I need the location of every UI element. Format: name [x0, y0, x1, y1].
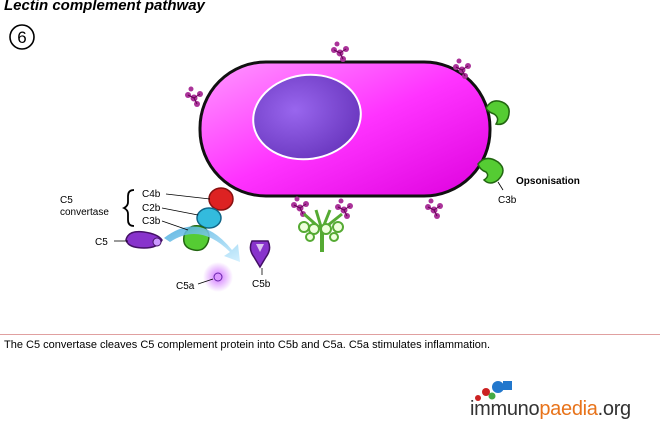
cleavage-arrow: [164, 226, 240, 262]
caption-divider: [0, 334, 660, 335]
opsonisation-label: Opsonisation: [516, 176, 580, 187]
nucleus: [252, 73, 362, 161]
c5b-label: C5b: [252, 279, 271, 290]
c4b-label: C4b: [142, 189, 161, 200]
c5a-icon: [213, 272, 223, 282]
c3b-convertase-label: C3b: [142, 216, 161, 227]
logo-molecule-icon: [475, 381, 512, 401]
c5-label: C5: [95, 237, 108, 248]
c5b-icon: [249, 240, 271, 269]
step-badge: 6: [9, 24, 35, 50]
c3b-surface-icon: [485, 100, 510, 126]
immunopaedia-logo[interactable]: immunopaedia.org: [470, 380, 660, 420]
logo-text-part3: .org: [597, 398, 632, 420]
surface-sugar-icon: [330, 41, 350, 63]
c2b-icon: [196, 207, 222, 229]
c3b-opsonin-icon: [477, 157, 504, 184]
step-number: 6: [17, 28, 26, 47]
c4b-icon: [208, 187, 234, 211]
c5-convertase-label-line2: convertase: [60, 207, 109, 218]
logo-text: immunopaedia.org: [470, 398, 631, 421]
page-title: Lectin complement pathway: [4, 0, 205, 14]
convertase-brace: [121, 189, 135, 227]
mbl-protein-icon: [298, 209, 344, 252]
logo-text-part1: immuno: [470, 398, 540, 420]
surface-sugar-icon: [184, 86, 204, 108]
leader-lines: [114, 181, 504, 285]
surface-sugar-icon: [290, 196, 310, 218]
caption-text: The C5 convertase cleaves C5 complement …: [4, 339, 491, 351]
surface-sugar-icon: [424, 198, 444, 220]
c5a-label: C5a: [176, 281, 195, 292]
c5-convertase-label-line1: C5: [60, 195, 73, 206]
c3b-opsonin-label: C3b: [498, 195, 517, 206]
c2b-label: C2b: [142, 203, 161, 214]
logo-text-part2: paedia: [539, 398, 598, 420]
